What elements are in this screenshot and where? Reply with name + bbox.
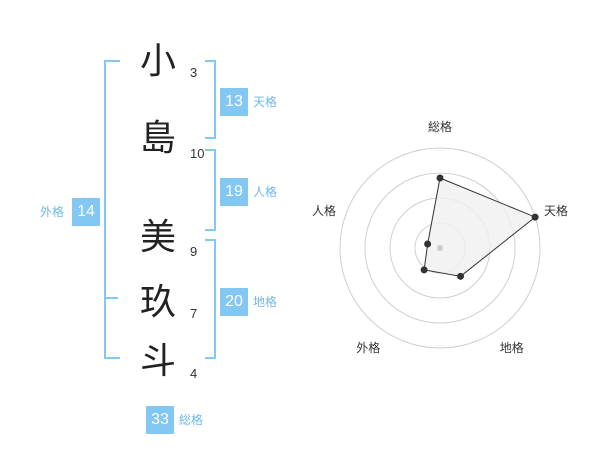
radar-label-gaikaku: 外格 — [356, 340, 381, 355]
radar-polygon — [423, 177, 537, 277]
radar-ring — [364, 172, 516, 324]
jinkaku-value: 19 — [220, 178, 248, 206]
jinkaku-label: 人格 — [253, 185, 278, 199]
name-char-1: 小 — [139, 41, 176, 82]
name-char-5: 斗 — [139, 341, 176, 382]
radar-label-chikaku: 地格 — [499, 340, 524, 355]
radar-label-soukaku: 総格 — [428, 120, 453, 134]
gaikaku-label: 外格 — [40, 205, 65, 219]
chikaku-value: 20 — [220, 288, 248, 316]
radar-label-jinkaku: 人格 — [311, 204, 336, 219]
soukaku-label: 総格 — [179, 413, 204, 427]
stroke-count-2: 10 — [190, 146, 205, 161]
radar-center — [437, 245, 443, 251]
stroke-count-3: 9 — [190, 244, 198, 259]
radar-point — [531, 213, 539, 221]
gaikaku-value: 14 — [72, 198, 100, 226]
name-char-2: 島 — [139, 118, 176, 159]
radar-label-tenkaku: 天格 — [544, 204, 569, 219]
radar-point — [436, 174, 444, 182]
soukaku-value: 33 — [146, 406, 174, 434]
radar-point — [420, 266, 428, 274]
tenkaku-label: 天格 — [253, 95, 278, 109]
stroke-count-5: 4 — [190, 366, 198, 381]
stroke-count-4: 7 — [190, 306, 198, 321]
radar-point — [457, 272, 465, 280]
name-char-4: 玖 — [139, 282, 176, 323]
tenkaku-value: 13 — [220, 88, 248, 116]
radar-ring — [339, 147, 541, 349]
name-char-3: 美 — [139, 217, 176, 258]
chikaku-label: 地格 — [253, 295, 278, 309]
stroke-count-1: 3 — [190, 65, 198, 80]
radar-point — [424, 240, 432, 248]
